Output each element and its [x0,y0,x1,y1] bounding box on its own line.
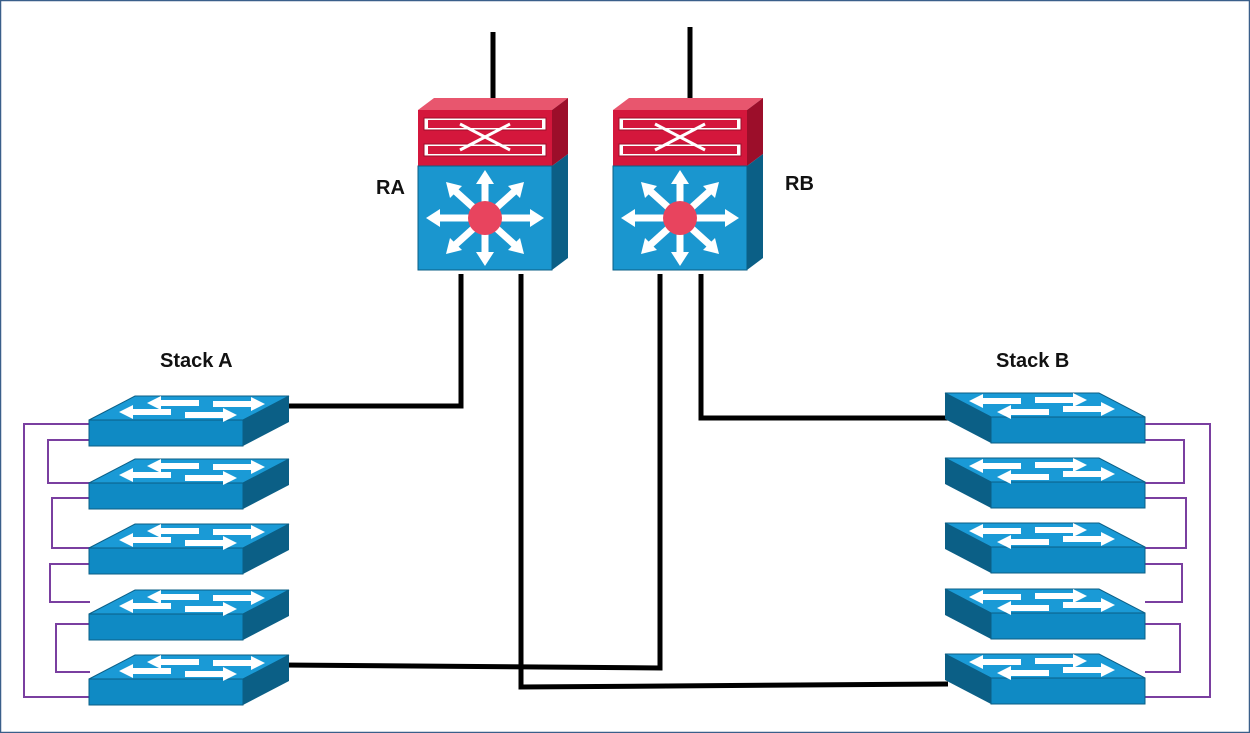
stack-b-switch-4[interactable] [944,588,1146,640]
router-rb[interactable] [613,98,763,270]
stack-a-switch-3[interactable] [88,523,290,575]
stack-a-label: Stack A [160,350,233,372]
link-ra-stack-a [288,274,464,409]
link-rb-stack-b [698,274,948,421]
router-rb-label: RB [785,173,814,195]
stack-a-switch-4[interactable] [88,589,290,641]
stack-a-switch-1[interactable] [88,395,290,447]
stack-b-switch-5[interactable] [944,653,1146,705]
router-ra-label: RA [376,177,405,199]
link-ra-stack-b [518,274,949,690]
stack-b-cables [1145,423,1211,698]
stack-a-cables [23,423,90,698]
stack-a-switch-5[interactable] [88,654,290,706]
stack-b-switch-3[interactable] [944,522,1146,574]
stack-a-switch-2[interactable] [88,458,290,510]
network-links [281,27,949,690]
router-ra[interactable] [418,98,568,270]
stack-b-switch-1[interactable] [944,392,1146,444]
stack-b-switch-2[interactable] [944,457,1146,509]
link-rb-stack-a [281,274,663,671]
stack-b-label: Stack B [996,350,1070,372]
